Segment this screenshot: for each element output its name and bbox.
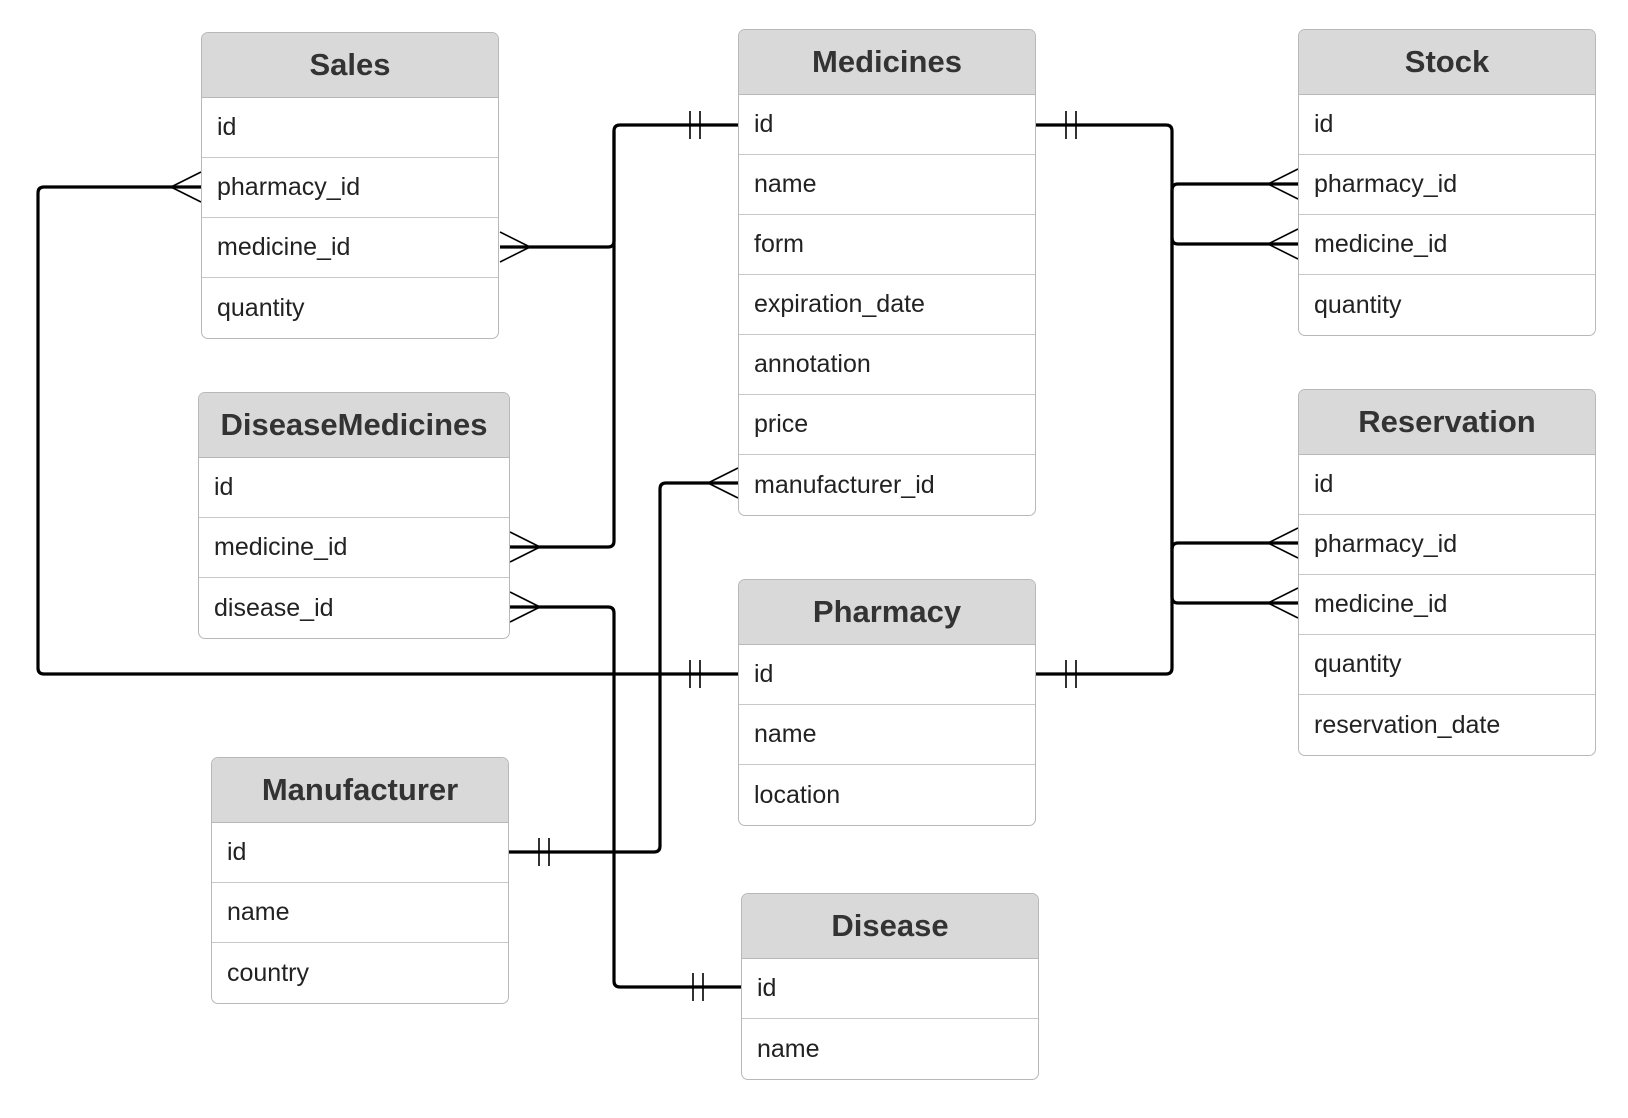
field-id: id <box>1299 95 1595 155</box>
crowfoot-reservation-medicine <box>1267 587 1299 619</box>
relation-sales-pharmacy <box>36 185 738 676</box>
field-manufacturer-id: manufacturer_id <box>754 470 935 499</box>
field-id: id <box>739 645 1035 705</box>
onebar-pharmacy-id-right <box>1065 660 1077 688</box>
field-quantity: quantity <box>217 293 305 322</box>
field-form: form <box>739 215 1035 275</box>
relation-reservation-pharmacy <box>1170 541 1298 550</box>
relation-pharmacy-stock-reservation <box>1036 182 1298 676</box>
entity-title: Medicines <box>739 30 1035 95</box>
field-medicine-id: medicine_id <box>1299 575 1595 635</box>
relation-medicine-stock-reservation <box>1036 123 1298 605</box>
entity-medicines[interactable]: Medicines id name form expiration_date a… <box>738 29 1036 516</box>
field-annotation: annotation <box>739 335 1035 395</box>
entity-title: Stock <box>1299 30 1595 95</box>
field-id: id <box>1299 455 1595 515</box>
field-quantity: quantity <box>1314 290 1402 319</box>
entity-diseasemedicines[interactable]: DiseaseMedicines id medicine_id disease_… <box>198 392 510 639</box>
field-id: id <box>199 458 509 518</box>
field-medicine-id: medicine_id <box>202 218 498 278</box>
onebar-disease-id <box>692 973 704 1001</box>
entity-stock[interactable]: Stock id pharmacy_id medicine_id quantit… <box>1298 29 1596 336</box>
field-id: id <box>212 823 508 883</box>
field-id: id <box>202 98 498 158</box>
entity-reservation[interactable]: Reservation id pharmacy_id medicine_id q… <box>1298 389 1596 756</box>
relation-medicine-manufacturer <box>509 481 738 854</box>
crowfoot-sales-medicine <box>499 231 531 263</box>
crowfoot-stock-medicine <box>1267 228 1299 260</box>
entity-title: Disease <box>742 894 1038 959</box>
field-id: id <box>739 95 1035 155</box>
entity-disease[interactable]: Disease id name <box>741 893 1039 1080</box>
field-medicine-id: medicine_id <box>1299 215 1595 275</box>
onebar-manufacturer-id <box>538 838 550 866</box>
onebar-medicine-id-right <box>1065 111 1077 139</box>
field-expiration-date: expiration_date <box>739 275 1035 335</box>
field-price: price <box>739 395 1035 455</box>
field-disease-id: disease_id <box>214 593 334 622</box>
field-name: name <box>757 1034 820 1063</box>
field-location: location <box>754 780 841 809</box>
entity-title: DiseaseMedicines <box>199 393 509 458</box>
field-name: name <box>739 155 1035 215</box>
relation-diseasemedicines-disease <box>510 605 741 989</box>
entity-title: Manufacturer <box>212 758 508 823</box>
crowfoot-diseasemedicines-disease <box>509 591 541 623</box>
crowfoot-reservation-pharmacy <box>1267 527 1299 559</box>
field-medicine-id: medicine_id <box>199 518 509 578</box>
relation-diseasemedicines-medicine <box>510 131 616 549</box>
entity-pharmacy[interactable]: Pharmacy id name location <box>738 579 1036 826</box>
crowfoot-medicine-manufacturer <box>707 467 739 499</box>
field-pharmacy-id: pharmacy_id <box>202 158 498 218</box>
field-name: name <box>212 883 508 943</box>
crowfoot-stock-pharmacy <box>1267 168 1299 200</box>
field-name: name <box>739 705 1035 765</box>
entity-title: Pharmacy <box>739 580 1035 645</box>
field-id: id <box>742 959 1038 1019</box>
relation-sales-medicine <box>500 123 738 249</box>
entity-manufacturer[interactable]: Manufacturer id name country <box>211 757 509 1004</box>
crowfoot-diseasemedicines-medicine <box>509 531 541 563</box>
field-quantity: quantity <box>1299 635 1595 695</box>
onebar-pharmacy-id-left <box>689 660 701 688</box>
field-pharmacy-id: pharmacy_id <box>1299 155 1595 215</box>
onebar-medicine-id-left <box>689 111 701 139</box>
entity-title: Reservation <box>1299 390 1595 455</box>
crowfoot-sales-pharmacy <box>170 171 202 203</box>
field-country: country <box>227 958 309 987</box>
entity-title: Sales <box>202 33 498 98</box>
field-reservation-date: reservation_date <box>1314 710 1501 739</box>
field-pharmacy-id: pharmacy_id <box>1299 515 1595 575</box>
entity-sales[interactable]: Sales id pharmacy_id medicine_id quantit… <box>201 32 499 339</box>
